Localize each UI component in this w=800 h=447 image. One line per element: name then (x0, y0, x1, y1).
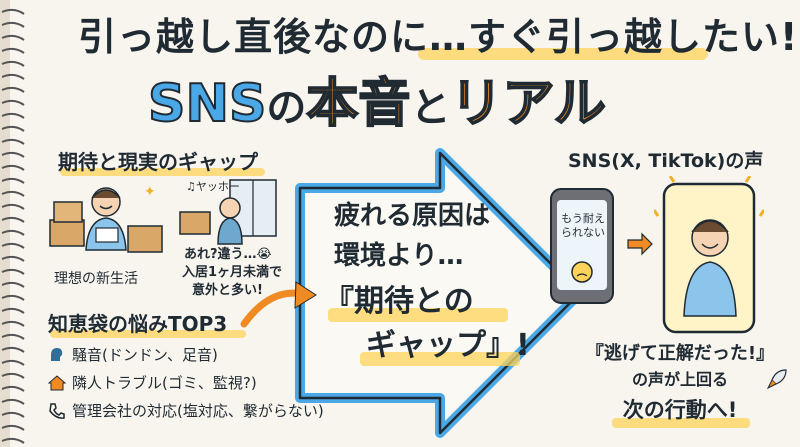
headline: 引っ越し直後なのに…すぐ引っ越したい! (78, 15, 799, 59)
left-top-title: 期待と現実のギャップ (58, 150, 258, 174)
rocket-icon (766, 369, 787, 390)
main-title: SNSの本音とリアル (147, 72, 607, 140)
sound-text: ♫ヤッホー (186, 180, 240, 193)
spiral-ring (1, 34, 25, 41)
center-highlight-1 (328, 308, 508, 322)
spiral-ring (1, 47, 25, 54)
right-highlight (612, 418, 750, 428)
spiral-ring (1, 73, 25, 80)
spiral-ring (1, 294, 25, 301)
phone-bubble-line-1: もう耐え (561, 212, 605, 225)
spiral-ring (1, 177, 25, 184)
spiral-ring (1, 151, 25, 158)
right-line-1: 『逃げて正解だった!』 (585, 343, 775, 364)
left-bottom-title: 知恵袋の悩みTOP3 (48, 312, 228, 336)
spiral-ring (1, 346, 25, 353)
spiral-ring (1, 437, 25, 444)
title-no: の (266, 85, 307, 131)
left-title-highlight (60, 168, 265, 176)
reality-line-2: 入居1ヶ月未満で (182, 265, 283, 280)
spiral-ring (1, 86, 25, 93)
spiral-ring (1, 398, 25, 405)
spiral-ring (1, 99, 25, 106)
orange-arrow-icon (240, 281, 317, 328)
center-highlight-2 (360, 352, 520, 366)
spiral-ring (1, 255, 25, 262)
right-line-3: 次の行動へ! (622, 398, 738, 422)
spiral-binding (0, 0, 25, 447)
spiral-ring (1, 359, 25, 366)
right-line-2: の声が上回る (631, 370, 728, 389)
reality-line-1: あれ?違う…😭 (184, 247, 272, 262)
center-line-3: 『期待との (324, 284, 474, 319)
title-real: リアル (449, 73, 606, 135)
phone-happy-person-icon (654, 176, 764, 334)
phone-bubble-line-2: られない (561, 226, 605, 239)
center-line-1: 疲れる原因は (334, 201, 491, 231)
title-sns: SNS (147, 73, 267, 135)
house-icon (47, 374, 67, 392)
sad-person-window-icon (179, 179, 277, 245)
spiral-ring (1, 385, 25, 392)
spiral-ring (1, 60, 25, 67)
arrow-right-icon (627, 232, 653, 256)
right-title: SNS(X, TikTok)の声 (568, 150, 764, 172)
spiral-ring (1, 242, 25, 249)
reality-line-3: 意外と多い! (192, 283, 263, 298)
speaking-head-icon (48, 346, 66, 364)
left-bottom-title-highlight (50, 330, 246, 338)
top3-item-1: 騒音(ドンドン、足音) (72, 346, 218, 364)
spiral-ring (1, 281, 25, 288)
center-line-4: ギャップ』! (366, 328, 530, 363)
spiral-ring (1, 164, 25, 171)
spiral-ring (1, 424, 25, 431)
spiral-ring (1, 8, 25, 15)
spiral-ring (1, 216, 25, 223)
top3-item-2: 隣人トラブル(ゴミ、監視?) (72, 374, 257, 392)
spiral-ring (1, 411, 25, 418)
phone-small-icon (550, 188, 614, 304)
spiral-ring (1, 125, 25, 132)
spiral-ring (1, 307, 25, 314)
spiral-ring (1, 21, 25, 28)
top3-item-3: 管理会社の対応(塩対応、繋がらない) (72, 402, 324, 420)
center-line-2: 環境より… (334, 241, 464, 271)
title-honne: 本音 (305, 73, 411, 135)
spiral-ring (1, 112, 25, 119)
spiral-ring (1, 203, 25, 210)
happy-person-boxes-icon: ✦ (49, 184, 163, 253)
title-to: と (410, 85, 451, 131)
spiral-ring (1, 229, 25, 236)
spiral-ring (1, 320, 25, 327)
spiral-ring (1, 333, 25, 340)
ideal-caption: 理想の新生活 (54, 271, 138, 287)
headline-highlight (418, 48, 708, 60)
spiral-ring (1, 190, 25, 197)
phone-icon (48, 402, 66, 420)
spiral-ring (1, 372, 25, 379)
svg-text:✦: ✦ (144, 184, 156, 200)
spiral-ring (1, 138, 25, 145)
spiral-ring (1, 268, 25, 275)
